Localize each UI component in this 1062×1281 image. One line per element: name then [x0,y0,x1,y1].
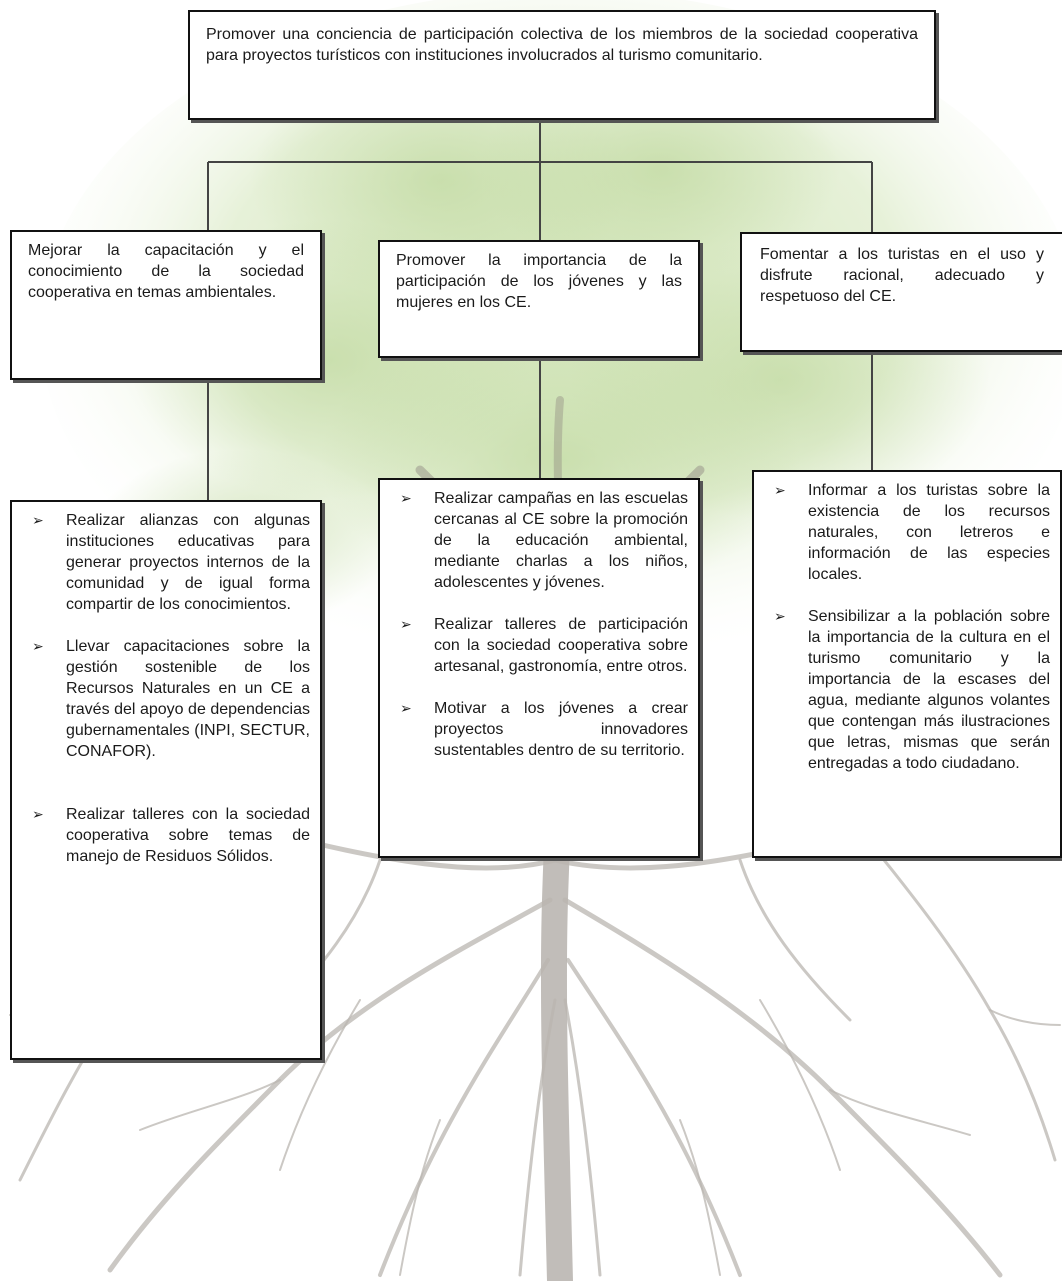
actions-list: ➢ Realizar campañas en las escuelas cerc… [390,488,688,761]
list-item: ➢ Realizar talleres con la sociedad coop… [22,804,310,867]
arrow-bullet-icon: ➢ [32,806,44,822]
list-item: ➢ Motivar a los jóvenes a crear proyecto… [390,698,688,761]
list-item: ➢ Sensibilizar a la población sobre la i… [764,606,1050,774]
list-item: ➢ Realizar alianzas con algunas instituc… [22,510,310,615]
actions-list: ➢ Realizar alianzas con algunas instituc… [22,510,310,867]
actions-box-2: ➢ Realizar campañas en las escuelas cerc… [378,478,700,858]
action-text: Realizar talleres con la sociedad cooper… [66,806,310,865]
objective-box-3: Fomentar a los turistas en el uso y disf… [740,232,1062,352]
objective-box-1: Mejorar la capacitación y el conocimient… [10,230,322,380]
arrow-bullet-icon: ➢ [400,700,412,716]
arrow-bullet-icon: ➢ [400,490,412,506]
action-text: Realizar alianzas con algunas institucio… [66,512,310,613]
actions-box-3: ➢ Informar a los turistas sobre la exist… [752,470,1062,858]
action-text: Sensibilizar a la población sobre la imp… [808,608,1050,772]
arrow-bullet-icon: ➢ [32,638,44,654]
goal-text: Promover una conciencia de participación… [206,26,918,64]
actions-box-1: ➢ Realizar alianzas con algunas instituc… [10,500,322,1060]
list-item: ➢ Realizar talleres de participación con… [390,614,688,677]
action-text: Llevar capacitaciones sobre la gestión s… [66,638,310,760]
action-text: Motivar a los jóvenes a crear proyectos … [434,700,688,759]
actions-list: ➢ Informar a los turistas sobre la exist… [764,480,1050,774]
action-text: Informar a los turistas sobre la existen… [808,482,1050,583]
action-text: Realizar campañas en las escuelas cercan… [434,490,688,591]
objective-box-2: Promover la importancia de la participac… [378,240,700,358]
arrow-bullet-icon: ➢ [400,616,412,632]
arrow-bullet-icon: ➢ [32,512,44,528]
arrow-bullet-icon: ➢ [774,608,786,624]
list-item: ➢ Informar a los turistas sobre la exist… [764,480,1050,585]
list-item: ➢ Llevar capacitaciones sobre la gestión… [22,636,310,762]
objective-text: Fomentar a los turistas en el uso y disf… [760,246,1044,305]
action-text: Realizar talleres de participación con l… [434,616,688,675]
list-item: ➢ Realizar campañas en las escuelas cerc… [390,488,688,593]
objective-text: Promover la importancia de la participac… [396,252,682,311]
objective-text: Mejorar la capacitación y el conocimient… [28,242,304,301]
goal-box: Promover una conciencia de participación… [188,10,936,120]
arrow-bullet-icon: ➢ [774,482,786,498]
